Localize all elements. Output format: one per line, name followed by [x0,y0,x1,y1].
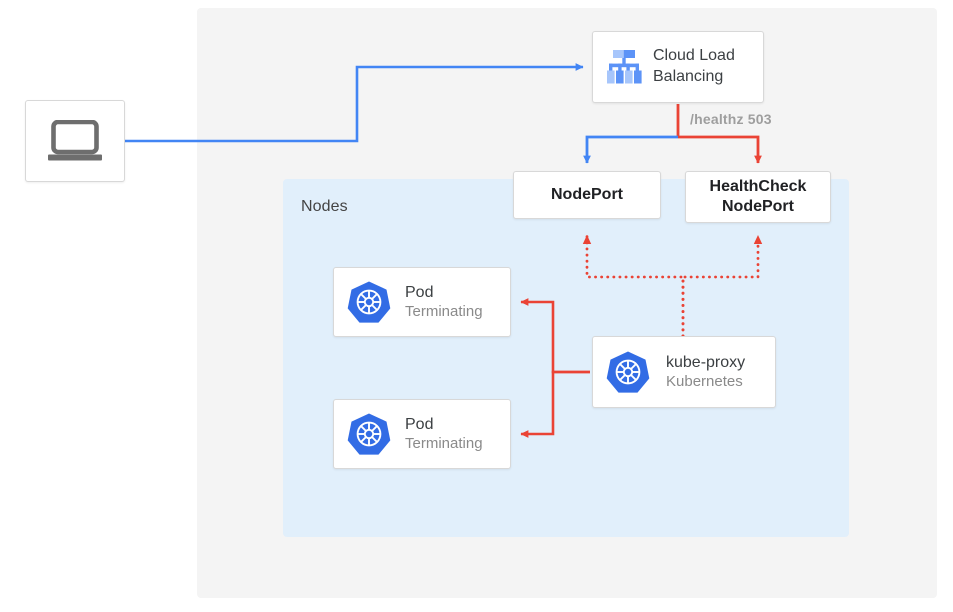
healthcheck-nodeport-label: HealthCheck NodePort [710,177,807,217]
pod-2-status: Terminating [405,434,483,452]
healthz-annotation: /healthz 503 [690,111,772,127]
kubernetes-icon [347,413,391,455]
nodeport-label: NodePort [551,186,623,203]
pod-node-1[interactable]: Pod Terminating [333,267,511,337]
pod-1-status: Terminating [405,302,483,320]
healthcheck-nodeport-node[interactable]: HealthCheck NodePort [685,171,831,223]
kube-proxy-title: kube-proxy [666,354,746,372]
clb-line-2: Balancing [653,68,724,85]
nodeport-node[interactable]: NodePort [513,171,661,219]
kube-proxy-node[interactable]: kube-proxy Kubernetes [592,336,776,408]
pod-1-text: Pod Terminating [405,283,483,321]
pod-2-text: Pod Terminating [405,415,483,453]
hcnp-line-1: HealthCheck [709,178,807,195]
pod-2-title: Pod [405,416,434,434]
cloud-load-balancing-node[interactable]: Cloud Load Balancing [592,31,764,103]
cloud-load-balancing-label: Cloud Load Balancing [653,46,735,88]
kubernetes-icon [606,351,650,393]
kube-proxy-subtitle: Kubernetes [666,372,743,390]
pod-1-title: Pod [405,284,434,302]
client-node[interactable] [25,100,125,182]
kube-proxy-text: kube-proxy Kubernetes [666,353,745,391]
hcnp-line-2: NodePort [721,198,794,215]
clb-line-1: Cloud Load [653,47,735,65]
laptop-icon [48,120,102,161]
pod-node-2[interactable]: Pod Terminating [333,399,511,469]
cloud-load-balancing-icon [607,50,642,84]
nodes-region-label: Nodes [301,198,348,215]
kubernetes-icon [347,281,391,323]
